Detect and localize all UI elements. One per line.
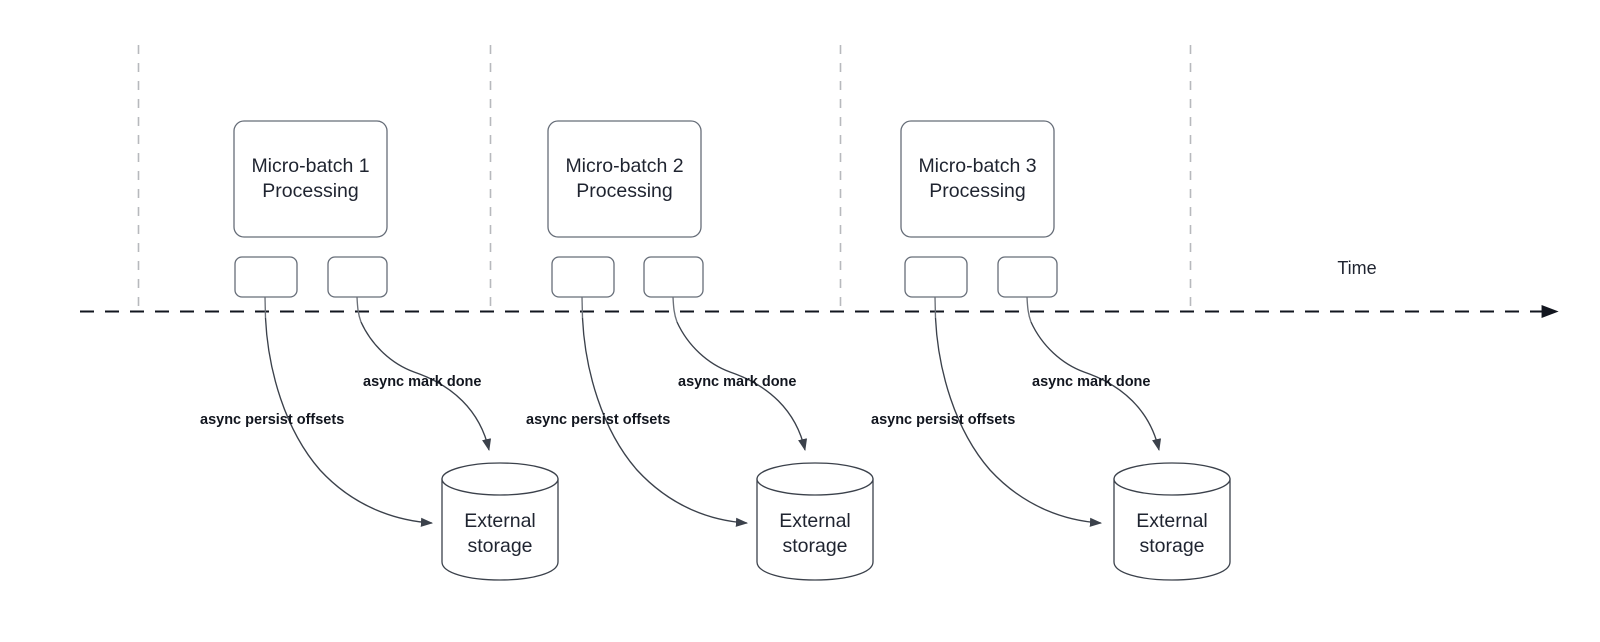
edge-label-async-mark-done-3: async mark done: [1032, 374, 1150, 390]
time-axis-label: Time: [1337, 258, 1376, 278]
microbatch-box-3-line2: Processing: [929, 180, 1025, 202]
task-box-2a-stub: [581, 296, 584, 319]
edge-label-async-mark-done-1: async mark done: [363, 374, 481, 390]
edge-async-persist-offsets-2: [581, 317, 749, 527]
task-box-1a[interactable]: [234, 256, 298, 298]
external-storage-1-line2: storage: [467, 535, 532, 557]
task-box-2a[interactable]: [551, 256, 615, 298]
microbatch-box-3[interactable]: [900, 120, 1055, 238]
task-box-3a[interactable]: [904, 256, 968, 298]
edge-async-mark-done-3: [1030, 321, 1162, 452]
external-storage-3-line2: storage: [1139, 535, 1204, 557]
edge-async-persist-offsets-3: [934, 317, 1103, 527]
microbatch-box-2-line2: Processing: [576, 180, 672, 202]
edge-async-persist-offsets-1: [264, 317, 434, 527]
microbatch-box-2-line1: Micro-batch 2: [565, 155, 683, 177]
microbatch-box-1-line1: Micro-batch 1: [251, 155, 369, 177]
task-box-2b-stub: [672, 296, 678, 323]
edge-async-mark-done-2: [676, 321, 808, 452]
task-box-3b[interactable]: [997, 256, 1058, 298]
edge-label-async-persist-offsets-2: async persist offsets: [526, 412, 670, 428]
task-box-2b[interactable]: [643, 256, 704, 298]
task-box-3a-stub: [934, 296, 937, 319]
group-3: Micro-batch 3 Processing async persist o…: [871, 120, 1231, 581]
external-storage-3-line1: External: [1136, 510, 1208, 532]
group-2: Micro-batch 2 Processing async persist o…: [526, 120, 874, 581]
microbatch-box-1[interactable]: [233, 120, 388, 238]
task-box-3b-stub: [1026, 296, 1032, 323]
edge-label-async-mark-done-2: async mark done: [678, 374, 796, 390]
edge-async-mark-done-1: [360, 321, 492, 452]
external-storage-1-line1: External: [464, 510, 536, 532]
external-storage-cylinder-2[interactable]: [756, 462, 874, 581]
external-storage-2-line2: storage: [782, 535, 847, 557]
group-1: Micro-batch 1 Processing async persist o…: [200, 120, 559, 581]
task-box-1b-stub: [356, 296, 362, 323]
microbatch-box-1-line2: Processing: [262, 180, 358, 202]
edge-label-async-persist-offsets-1: async persist offsets: [200, 412, 344, 428]
external-storage-2-line1: External: [779, 510, 851, 532]
microbatch-box-2[interactable]: [547, 120, 702, 238]
edge-label-async-persist-offsets-3: async persist offsets: [871, 412, 1015, 428]
task-box-1b[interactable]: [327, 256, 388, 298]
task-box-1a-stub: [264, 296, 267, 319]
external-storage-cylinder-1[interactable]: [441, 462, 559, 581]
external-storage-cylinder-3[interactable]: [1113, 462, 1231, 581]
timeline-tick-lines: [137, 45, 1192, 312]
microbatch-box-3-line1: Micro-batch 3: [918, 155, 1036, 177]
